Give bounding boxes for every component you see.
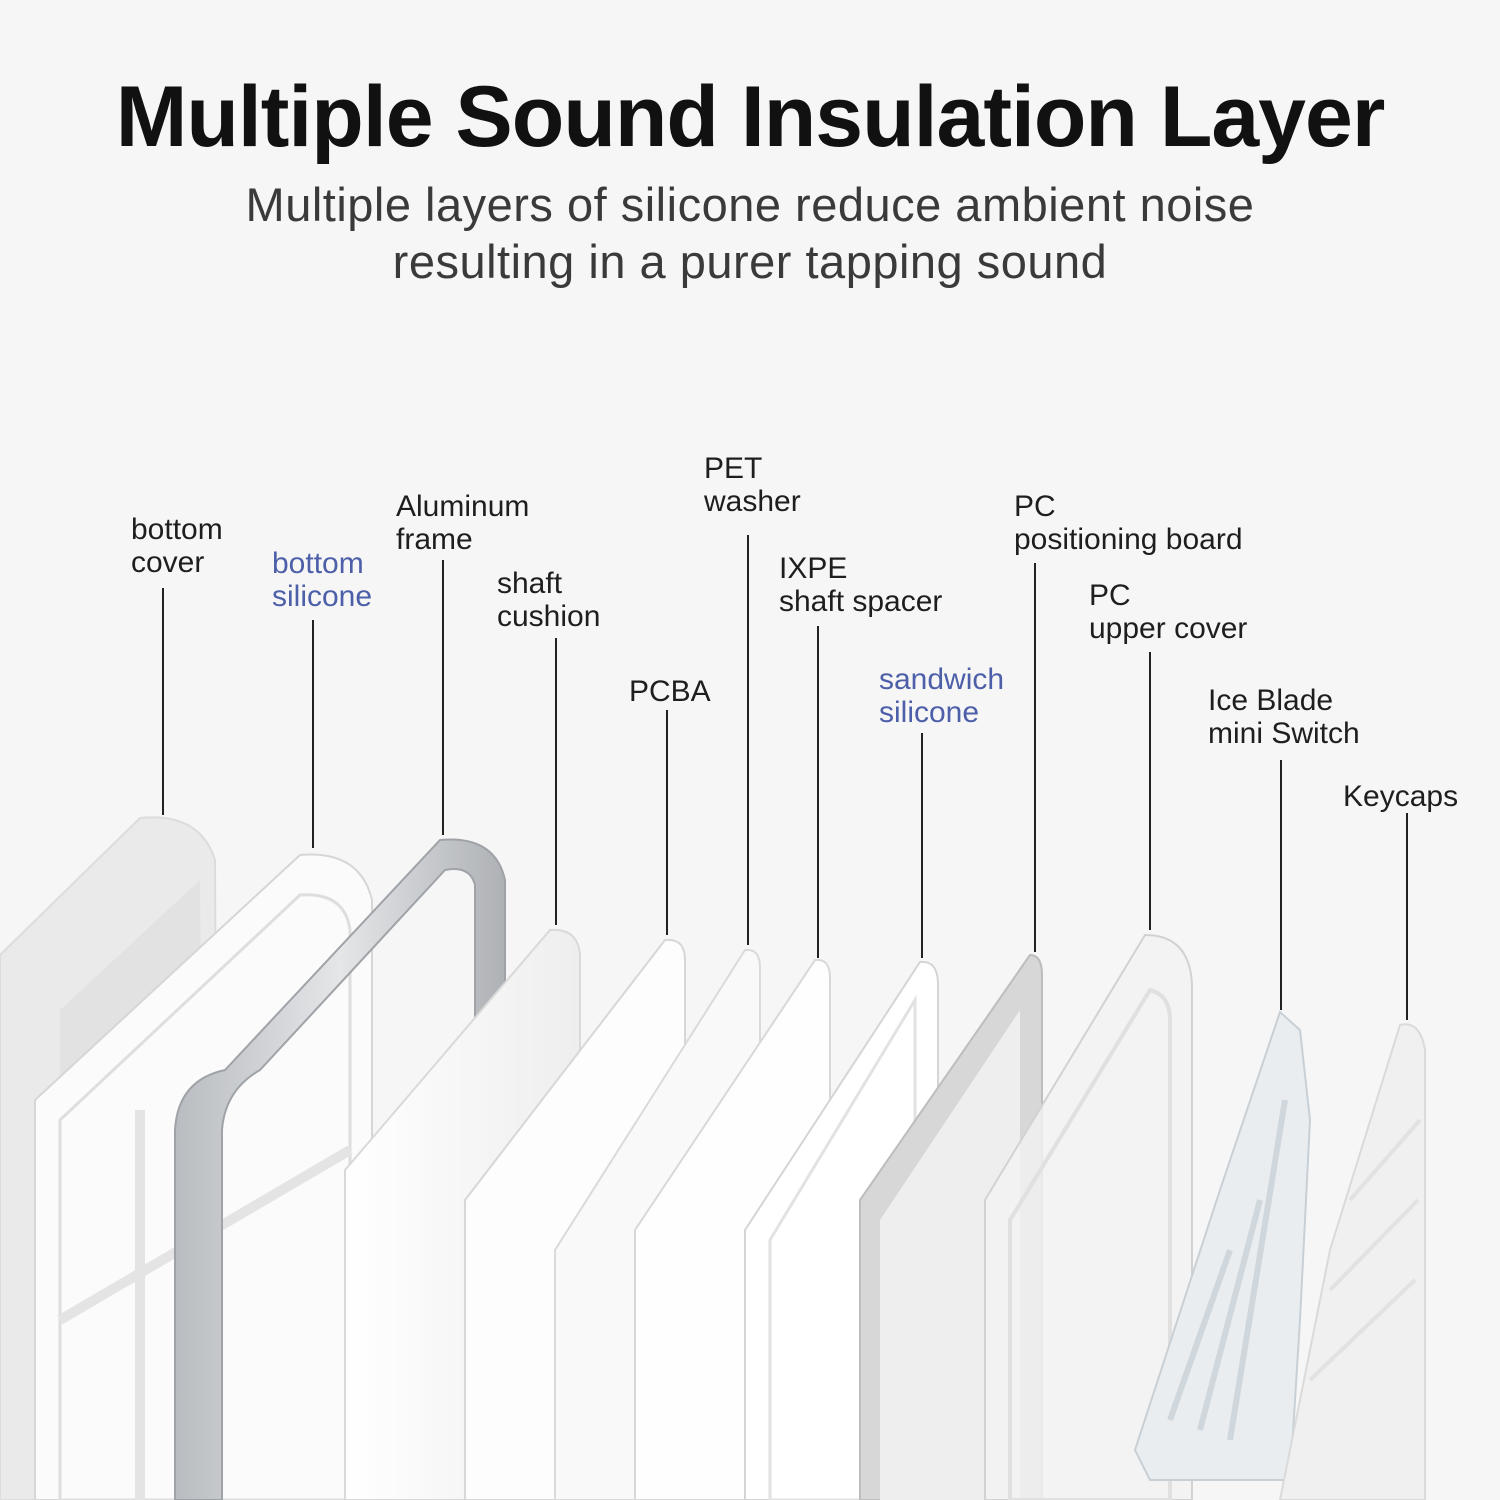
keycaps-part (1278, 1023, 1426, 1500)
subtitle-line-1: Multiple layers of silicone reduce ambie… (245, 178, 1255, 231)
subtitle-line-2: resulting in a purer tapping sound (392, 235, 1108, 288)
label-pcba: PCBA (629, 675, 711, 708)
page-title: Multiple Sound Insulation Layer (115, 69, 1386, 165)
ice-blade-mini-switch-part (1133, 1010, 1312, 1481)
label-keycaps: Keycaps (1343, 780, 1459, 813)
page-subtitle: Multiple layers of silicone reduce ambie… (0, 176, 1500, 290)
